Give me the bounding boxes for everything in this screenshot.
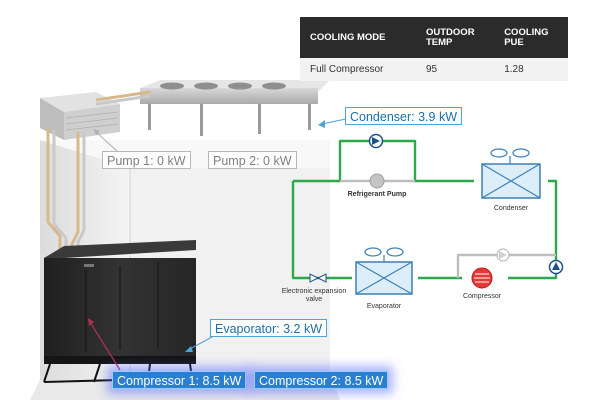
schematic-condenser: [481, 148, 541, 199]
expansion-valve-label: Electronic expansion valve: [281, 288, 347, 303]
pump2-power-callout: Pump 2: 0 kW: [208, 151, 297, 169]
column-header-cooling-pue: COOLING PUE: [498, 17, 568, 58]
gray-check-valve-icon: [496, 248, 510, 262]
column-header-outdoor-temp: OUTDOOR TEMP: [420, 17, 499, 58]
cooling-cabinet: [43, 240, 197, 383]
outdoor-temp-value: 95: [420, 58, 499, 81]
refrigeration-schematic: [291, 139, 558, 295]
refrigerant-pump-label: Refrigerant Pump: [347, 191, 407, 198]
red-compressor-icon: [471, 267, 493, 289]
pump-module-unit: [40, 92, 120, 140]
cooling-status-table: COOLING MODE OUTDOOR TEMP COOLING PUE Fu…: [300, 17, 568, 81]
condenser-label: Condenser: [493, 205, 529, 212]
expansion-valve-icon: [309, 273, 327, 283]
evaporator-power-callout: Evaporator: 3.2 kW: [210, 319, 327, 337]
column-header-cooling-mode: COOLING MODE: [300, 17, 420, 58]
gray-pump-icon: [369, 173, 385, 189]
condenser-unit: [140, 80, 330, 136]
blue-pump-icon: [368, 133, 384, 149]
cooling-mode-value: Full Compressor: [300, 58, 420, 81]
table-header-row: COOLING MODE OUTDOOR TEMP COOLING PUE: [300, 17, 568, 58]
blue-pump-icon: [548, 259, 564, 275]
pump1-power-callout: Pump 1: 0 kW: [102, 151, 191, 169]
condenser-power-callout: Condenser: 3.9 kW: [345, 107, 462, 125]
cooling-pue-value: 1.28: [498, 58, 568, 81]
refrigerant-piping: [46, 90, 151, 256]
schematic-evaporator: [355, 247, 413, 295]
compressor2-power-callout: Compressor 2: 8.5 kW: [254, 371, 389, 389]
compressor-label: Compressor: [462, 293, 502, 300]
compressor1-power-callout: Compressor 1: 8.5 kW: [112, 371, 247, 389]
evaporator-label: Evaporator: [366, 303, 402, 310]
table-row: Full Compressor 95 1.28: [300, 58, 568, 81]
